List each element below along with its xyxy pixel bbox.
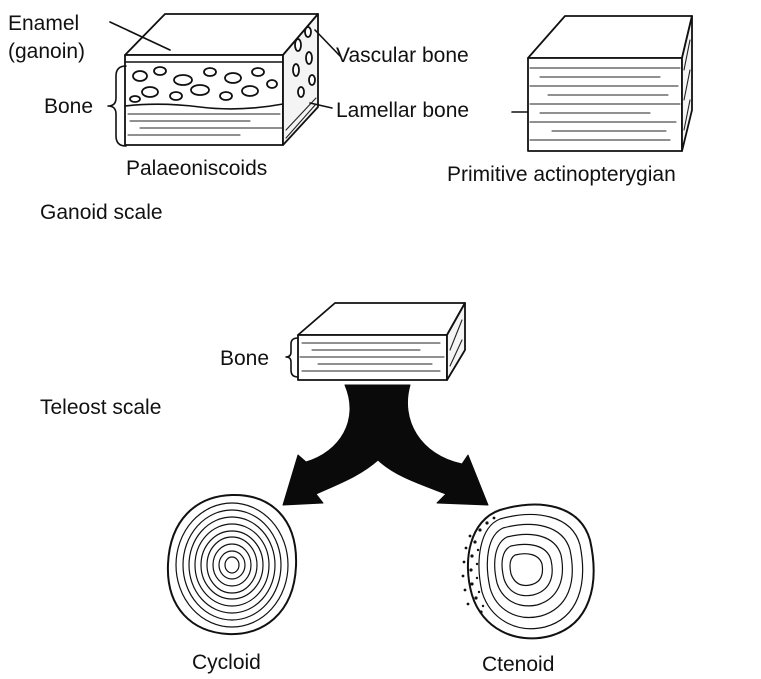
label-ganoin: (ganoin) (8, 40, 85, 63)
caption-ganoid-scale: Ganoid scale (40, 201, 163, 224)
bone-brace-teleost (286, 338, 298, 377)
branching-arrow (283, 385, 488, 505)
cycloid-scale (168, 495, 296, 634)
palaeoniscoid-block (125, 14, 318, 145)
teleost-bone-block (298, 303, 465, 380)
label-palaeoniscoids: Palaeoniscoids (126, 157, 267, 180)
label-cycloid: Cycloid (192, 651, 261, 674)
label-enamel: Enamel (8, 12, 79, 35)
ctenoid-scale (462, 505, 594, 639)
label-lamellar-bone: Lamellar bone (336, 99, 469, 122)
caption-teleost-scale: Teleost scale (40, 396, 161, 419)
label-primitive-actinopterygian: Primitive actinopterygian (447, 163, 676, 186)
label-ctenoid: Ctenoid (482, 653, 554, 676)
primitive-actinopterygian-block (528, 16, 692, 151)
bone-brace-palaeoniscoid (108, 66, 126, 146)
label-bone-teleost: Bone (220, 347, 269, 370)
label-vascular-bone: Vascular bone (336, 44, 469, 67)
label-bone-palaeoniscoid: Bone (44, 95, 93, 118)
